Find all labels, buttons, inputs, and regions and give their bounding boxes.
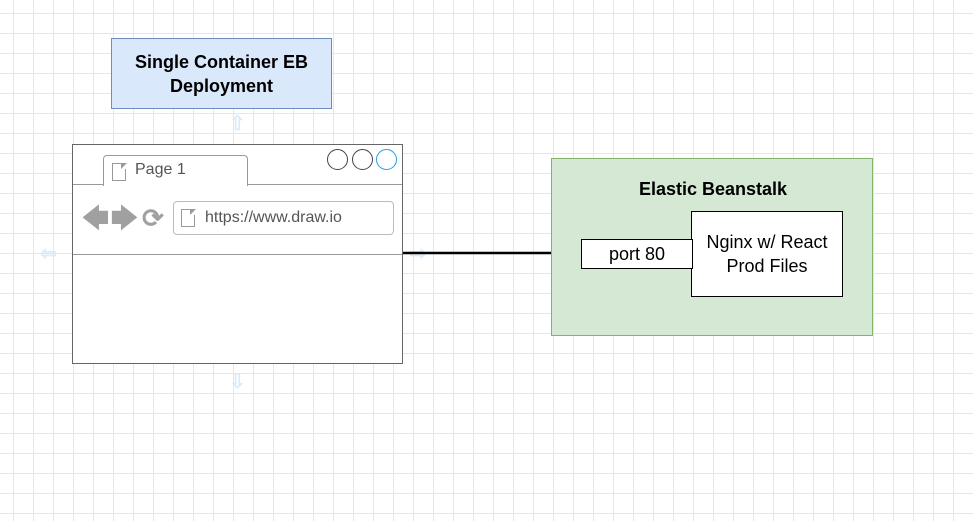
hint-arrow-down-icon[interactable]: ⇩ <box>229 371 246 393</box>
window-circle-button-2[interactable] <box>352 149 373 170</box>
browser-tab[interactable]: Page 1 <box>103 155 248 186</box>
reload-icon[interactable]: ⟳ <box>142 203 164 233</box>
hint-arrow-up-icon[interactable]: ⇧ <box>229 113 246 135</box>
nginx-label: Nginx w/ React Prod Files <box>706 232 828 276</box>
forward-arrow-icon[interactable]: 🡆 <box>111 203 138 233</box>
elastic-beanstalk-title: Elastic Beanstalk <box>638 179 788 199</box>
window-circle-button-3[interactable] <box>376 149 397 170</box>
deployment-title-box[interactable]: Single Container EB Deployment <box>111 38 332 109</box>
url-page-icon <box>181 208 196 227</box>
port-box[interactable]: port 80 <box>581 239 693 269</box>
tab-label: Page 1 <box>135 161 186 178</box>
nginx-box[interactable]: Nginx w/ React Prod Files <box>691 211 843 297</box>
back-arrow-icon[interactable]: 🡄 <box>82 203 109 233</box>
page-icon <box>112 162 127 181</box>
port-label: port 80 <box>608 243 666 264</box>
url-text: https://www.draw.io <box>205 209 342 226</box>
browser-window-shape[interactable]: Page 1 🡄 🡆 ⟳ https://www.draw.io <box>72 144 403 364</box>
hint-arrow-left-icon[interactable]: ⇦ <box>40 243 57 265</box>
toolbar-divider <box>73 254 402 255</box>
window-circle-button-1[interactable] <box>327 149 348 170</box>
url-bar[interactable]: https://www.draw.io <box>173 201 394 235</box>
deployment-title-text: Single Container EB Deployment <box>134 51 309 96</box>
